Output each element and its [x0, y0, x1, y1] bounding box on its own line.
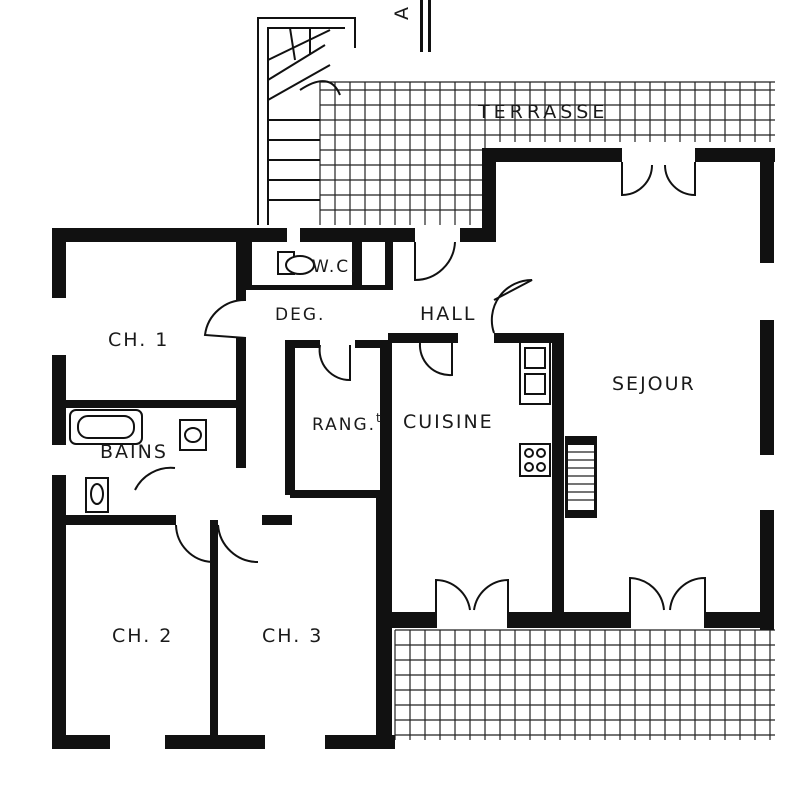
top-terrace-tiles [319, 81, 775, 225]
label-ch1: CH. 1 [108, 329, 169, 351]
label-bains: BAINS [100, 441, 168, 463]
fireplace [565, 436, 597, 518]
label-deg: DEG. [275, 305, 325, 325]
label-ch3: CH. 3 [262, 625, 323, 647]
label-sejour: SEJOUR [612, 373, 696, 395]
bidet [85, 477, 109, 513]
north-arrow [420, 0, 431, 52]
label-wc: W.C. [312, 257, 358, 277]
bathtub [69, 409, 143, 445]
bottom-terrace-tiles [394, 629, 775, 740]
toilet [277, 251, 315, 275]
door-swings [134, 162, 706, 628]
washbasin [179, 419, 207, 451]
kitchen-sink [519, 341, 551, 405]
label-rangt-sup: t [376, 411, 383, 425]
label-ch2: CH. 2 [112, 625, 173, 647]
label-rangt: RANG.t [312, 411, 383, 435]
stove [519, 443, 551, 477]
label-terrasse: TERRASSE [477, 101, 608, 123]
label-hall: HALL [420, 303, 476, 325]
staircase [257, 17, 356, 225]
walls [52, 148, 775, 749]
north-marker: A [391, 5, 413, 20]
label-cuisine: CUISINE [403, 411, 494, 433]
